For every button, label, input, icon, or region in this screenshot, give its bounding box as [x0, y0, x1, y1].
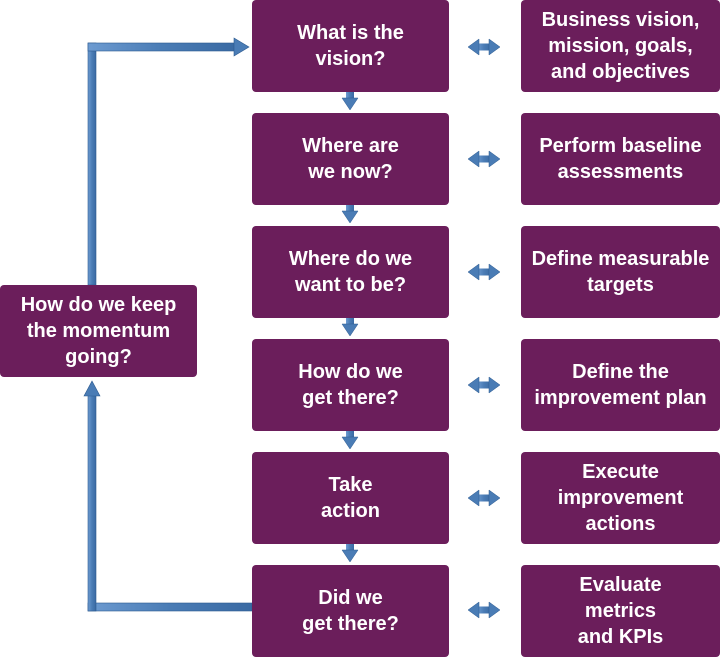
- down-arrow-1: [341, 92, 359, 111]
- action-box-execute: Execute improvement actions: [521, 452, 720, 544]
- action-box-baseline: Perform baseline assessments: [521, 113, 720, 205]
- feedback-loop-arrow: [83, 37, 253, 612]
- double-arrow-4: [467, 376, 501, 394]
- double-arrow-2: [467, 150, 501, 168]
- action-box-plan: Define the improvement plan: [521, 339, 720, 431]
- action-box-vision: Business vision, mission, goals, and obj…: [521, 0, 720, 92]
- question-box-how: How do we get there?: [252, 339, 449, 431]
- double-arrows: [467, 38, 501, 619]
- question-box-action: Take action: [252, 452, 449, 544]
- down-arrow-5: [341, 544, 359, 563]
- question-box-did: Did we get there?: [252, 565, 449, 657]
- loop-box-momentum: How do we keep the momentum going?: [0, 285, 197, 377]
- question-box-vision: What is the vision?: [252, 0, 449, 92]
- action-box-targets: Define measurable targets: [521, 226, 720, 318]
- double-arrow-5: [467, 489, 501, 507]
- question-box-want: Where do we want to be?: [252, 226, 449, 318]
- double-arrow-1: [467, 38, 501, 56]
- down-arrow-3: [341, 318, 359, 337]
- question-box-now: Where are we now?: [252, 113, 449, 205]
- action-box-evaluate: Evaluate metrics and KPIs: [521, 565, 720, 657]
- down-arrow-4: [341, 431, 359, 450]
- down-arrows: [341, 92, 359, 563]
- double-arrow-6: [467, 601, 501, 619]
- down-arrow-2: [341, 205, 359, 224]
- double-arrow-3: [467, 263, 501, 281]
